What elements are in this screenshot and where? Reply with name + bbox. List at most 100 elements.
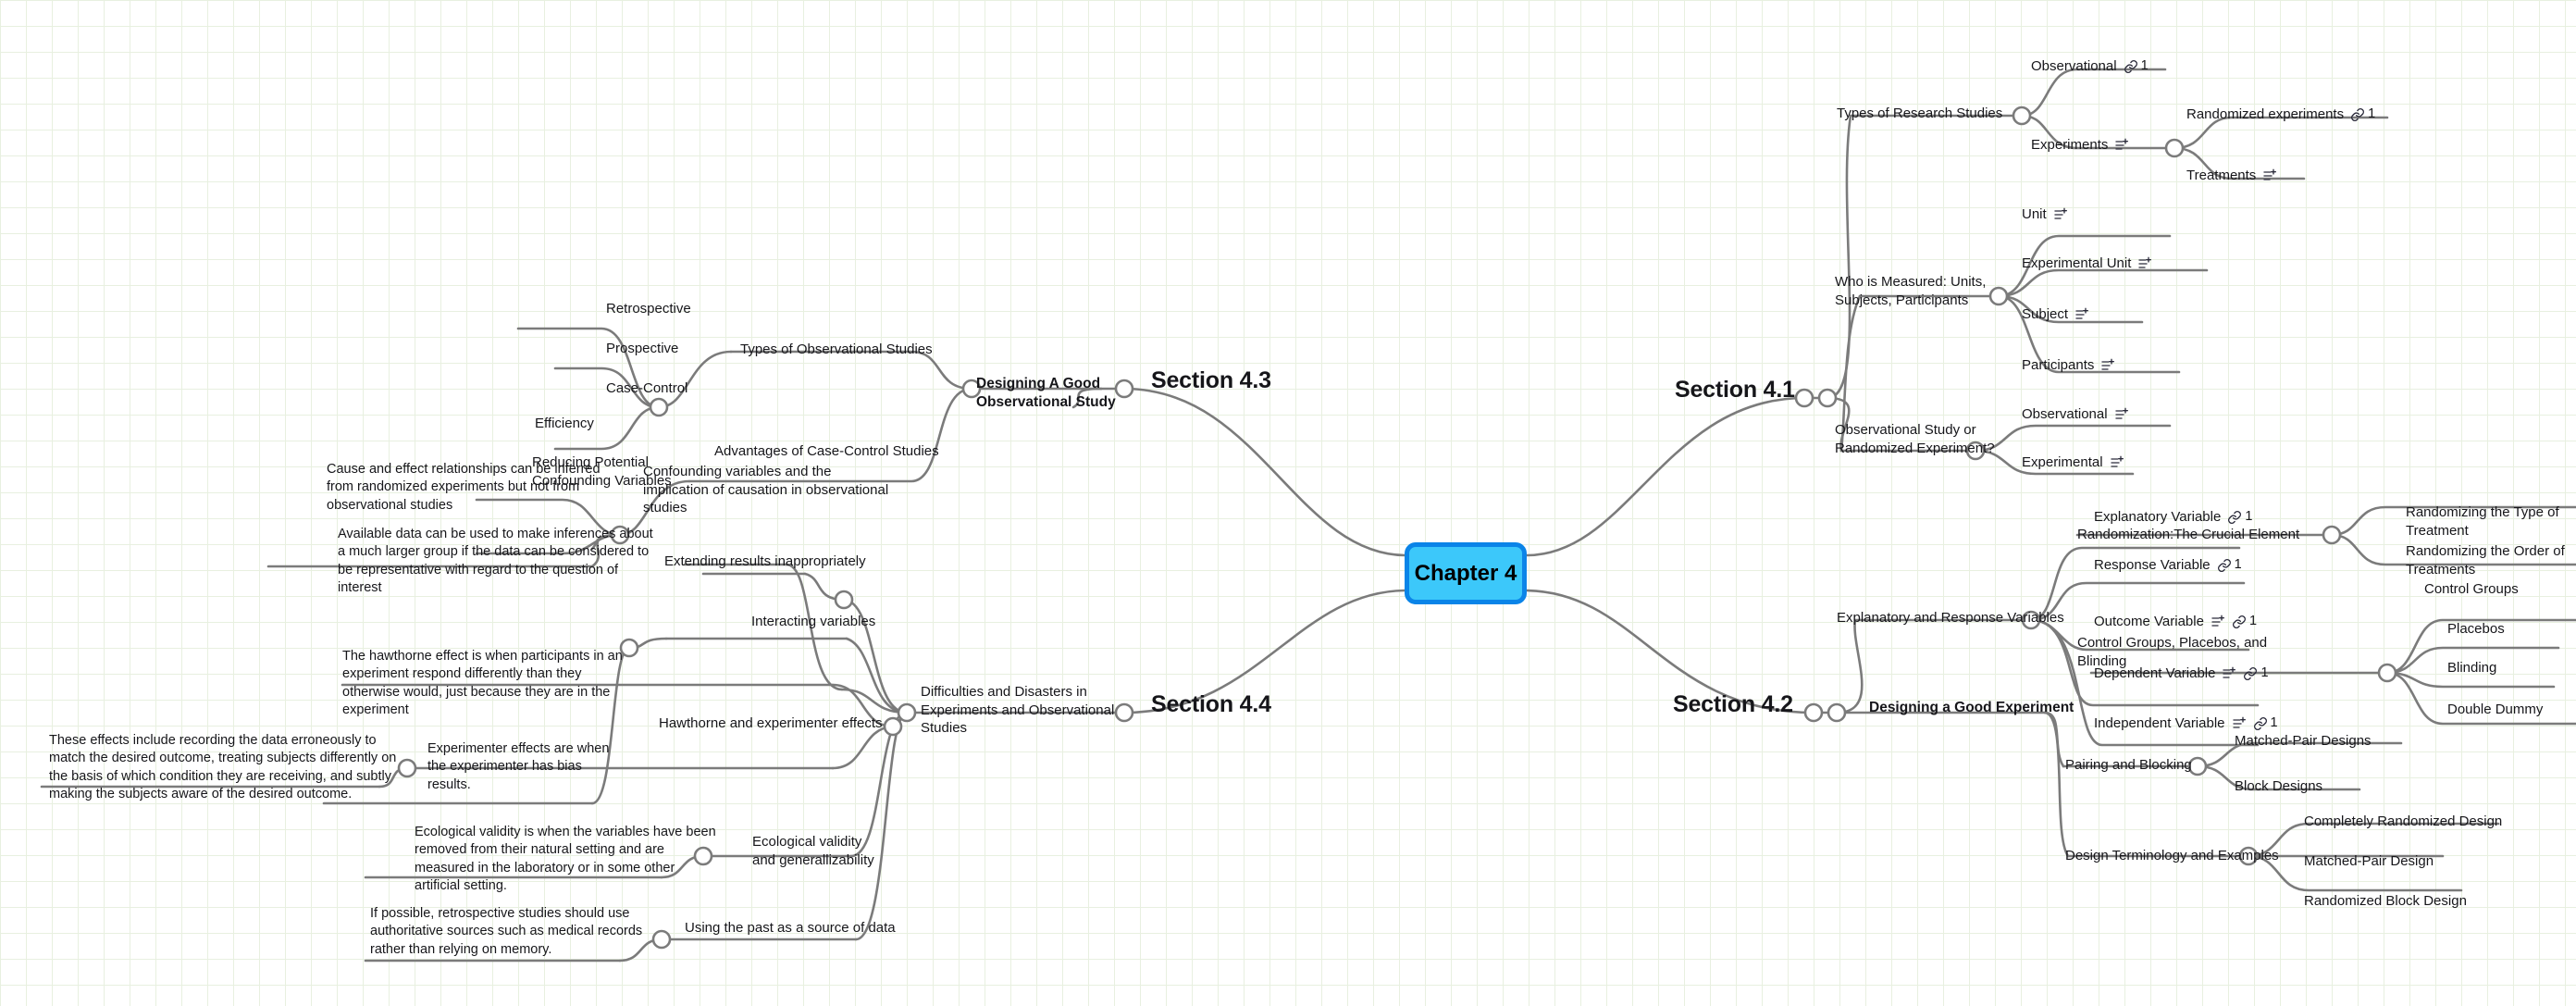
link-count: 1 xyxy=(2270,715,2278,731)
node-hawthorne-and-experimenter-effects[interactable]: Hawthorne and experimenter effects xyxy=(659,715,883,731)
link-count: 1 xyxy=(2260,665,2269,681)
node-dependent-variable[interactable]: Dependent Variable 1 xyxy=(2094,664,2269,683)
node-experimental-unit[interactable]: Experimental Unit xyxy=(2022,255,2152,273)
node-response-variable[interactable]: Response Variable 1 xyxy=(2094,556,2242,575)
link-icon[interactable]: 1 xyxy=(2253,714,2278,732)
note-add-icon[interactable] xyxy=(2053,207,2068,222)
link-icon[interactable]: 1 xyxy=(2217,556,2242,574)
note-ecological-validity[interactable]: Ecological validity is when the variable… xyxy=(415,825,716,893)
node-types-of-observational-studies[interactable]: Types of Observational Studies xyxy=(740,342,933,357)
section-label-4-3[interactable]: Section 4.3 xyxy=(1151,367,1271,393)
note-experimenter-effects[interactable]: Experimenter effects are when the experi… xyxy=(427,741,610,792)
node-outcome-variable-label: Outcome Variable xyxy=(2094,614,2204,629)
note-add-icon[interactable] xyxy=(2110,455,2124,470)
node-design-terminology-and-examples[interactable]: Design Terminology and Examples xyxy=(2065,848,2279,863)
note-add-icon[interactable] xyxy=(2137,256,2152,271)
note-hawthorne-effect[interactable]: The hawthorne effect is when participant… xyxy=(342,649,623,717)
node-treatments-label: Treatments xyxy=(2186,168,2257,183)
link-icon[interactable]: 1 xyxy=(2232,613,2257,630)
node-observational-2-label: Observational xyxy=(2022,406,2108,422)
node-participants[interactable]: Participants xyxy=(2022,356,2115,375)
node-placebos[interactable]: Placebos xyxy=(2447,621,2505,637)
note-add-icon[interactable] xyxy=(2211,615,2225,629)
note-add-icon[interactable] xyxy=(2114,407,2129,422)
node-block-designs[interactable]: Block Designs xyxy=(2235,778,2323,794)
node-randomization-crucial-element[interactable]: Randomization:The Crucial Element xyxy=(2077,527,2300,542)
note-cause-and-effect[interactable]: Cause and effect relationships can be in… xyxy=(327,462,601,513)
root-label: Chapter 4 xyxy=(1414,560,1517,586)
node-blinding[interactable]: Blinding xyxy=(2447,660,2497,676)
note-add-icon[interactable] xyxy=(2262,168,2277,183)
node-prospective[interactable]: Prospective xyxy=(606,341,679,356)
node-observational-1[interactable]: Observational 1 xyxy=(2031,57,2149,76)
node-subject-label: Subject xyxy=(2022,306,2069,322)
node-subject[interactable]: Subject xyxy=(2022,305,2089,324)
link-count: 1 xyxy=(2368,106,2376,122)
node-extending-results-inappropriately[interactable]: Extending results inappropriately xyxy=(664,553,866,569)
node-types-of-research-studies[interactable]: Types of Research Studies xyxy=(1837,106,2003,121)
node-retrospective[interactable]: Retrospective xyxy=(606,301,691,317)
node-randomized-experiments[interactable]: Randomized experiments 1 xyxy=(2186,106,2375,124)
section-label-4-2[interactable]: Section 4.2 xyxy=(1673,691,1793,717)
node-randomizing-order-of-treatments[interactable]: Randomizing the Order of Treatments xyxy=(2406,543,2565,578)
topic-designing-good-experiment[interactable]: Designing a Good Experiment xyxy=(1869,700,2074,715)
node-response-variable-label: Response Variable xyxy=(2094,557,2211,573)
link-icon[interactable]: 1 xyxy=(2227,508,2252,526)
node-using-the-past-as-source-of-data[interactable]: Using the past as a source of data xyxy=(685,920,896,936)
node-unit-label: Unit xyxy=(2022,206,2047,222)
node-efficiency[interactable]: Efficiency xyxy=(535,416,594,431)
link-count: 1 xyxy=(2140,58,2149,74)
note-these-effects-include[interactable]: These effects include recording the data… xyxy=(49,733,397,801)
node-experiments-label: Experiments xyxy=(2031,137,2109,153)
node-observational-1-label: Observational xyxy=(2031,58,2117,74)
topic-difficulties-and-disasters[interactable]: Difficulties and Disasters in Experiment… xyxy=(921,684,1115,736)
node-who-is-measured[interactable]: Who is Measured: Units, Subjects, Partic… xyxy=(1835,274,1987,308)
section-label-4-1[interactable]: Section 4.1 xyxy=(1675,377,1795,403)
node-case-control[interactable]: Case-Control xyxy=(606,380,688,396)
node-pairing-and-blocking[interactable]: Pairing and Blocking xyxy=(2065,757,2192,773)
node-interacting-variables[interactable]: Interacting variables xyxy=(751,614,876,629)
link-count: 1 xyxy=(2234,557,2242,573)
note-add-icon[interactable] xyxy=(2232,716,2247,731)
node-control-groups[interactable]: Control Groups xyxy=(2424,581,2519,597)
node-independent-variable-label: Independent Variable xyxy=(2094,715,2225,731)
node-treatments[interactable]: Treatments xyxy=(2186,167,2277,185)
node-unit[interactable]: Unit xyxy=(2022,205,2068,224)
node-matched-pair-designs[interactable]: Matched-Pair Designs xyxy=(2235,733,2372,749)
node-experimental-label: Experimental xyxy=(2022,454,2103,470)
node-control-groups-placebos-blinding[interactable]: Control Groups, Placebos, and Blinding xyxy=(2077,635,2268,669)
link-icon[interactable]: 1 xyxy=(2243,664,2269,682)
note-retrospective-sources[interactable]: If possible, retrospective studies shoul… xyxy=(370,906,643,957)
note-available-data[interactable]: Available data can be used to make infer… xyxy=(338,527,653,595)
node-explanatory-variable-label: Explanatory Variable xyxy=(2094,509,2222,525)
node-matched-pair-design[interactable]: Matched-Pair Design xyxy=(2304,853,2434,869)
note-add-icon[interactable] xyxy=(2114,138,2129,153)
node-randomized-block-design[interactable]: Randomized Block Design xyxy=(2304,893,2467,909)
node-independent-variable[interactable]: Independent Variable 1 xyxy=(2094,714,2278,733)
topic-designing-good-observational-study[interactable]: Designing A Good Observational Study xyxy=(976,376,1116,411)
node-outcome-variable[interactable]: Outcome Variable 1 xyxy=(2094,613,2257,631)
node-advantages-of-case-control-studies[interactable]: Advantages of Case-Control Studies xyxy=(714,443,939,459)
note-add-icon[interactable] xyxy=(2100,358,2115,373)
node-observational-2[interactable]: Observational xyxy=(2022,405,2129,424)
link-count: 1 xyxy=(2248,614,2258,629)
node-completely-randomized-design[interactable]: Completely Randomized Design xyxy=(2304,813,2503,829)
root-node-chapter-4[interactable]: Chapter 4 xyxy=(1405,542,1527,604)
note-add-icon[interactable] xyxy=(2074,307,2089,322)
node-reducing-potential-confounding-variables[interactable]: Reducing Potential Confounding Variables xyxy=(532,454,672,489)
node-confounding-variables-and-causation[interactable]: Confounding variables and the implicatio… xyxy=(643,464,889,515)
node-experiments[interactable]: Experiments xyxy=(2031,136,2129,155)
node-randomizing-type-of-treatment[interactable]: Randomizing the Type of Treatment xyxy=(2406,504,2559,539)
node-explanatory-and-response-variables[interactable]: Explanatory and Response Variables xyxy=(1837,610,2064,626)
node-experimental[interactable]: Experimental xyxy=(2022,453,2124,472)
node-ecological-validity-and-generalizability[interactable]: Ecological validity and generallizabilit… xyxy=(752,834,874,868)
node-observational-or-randomized[interactable]: Observational Study or Randomized Experi… xyxy=(1835,422,1995,456)
note-add-icon[interactable] xyxy=(2222,666,2236,681)
node-double-dummy[interactable]: Double Dummy xyxy=(2447,702,2544,717)
node-experimental-unit-label: Experimental Unit xyxy=(2022,255,2132,271)
section-label-4-4[interactable]: Section 4.4 xyxy=(1151,691,1271,717)
node-explanatory-variable[interactable]: Explanatory Variable 1 xyxy=(2094,508,2252,527)
link-icon[interactable]: 1 xyxy=(2124,57,2149,75)
link-icon[interactable]: 1 xyxy=(2350,106,2375,123)
